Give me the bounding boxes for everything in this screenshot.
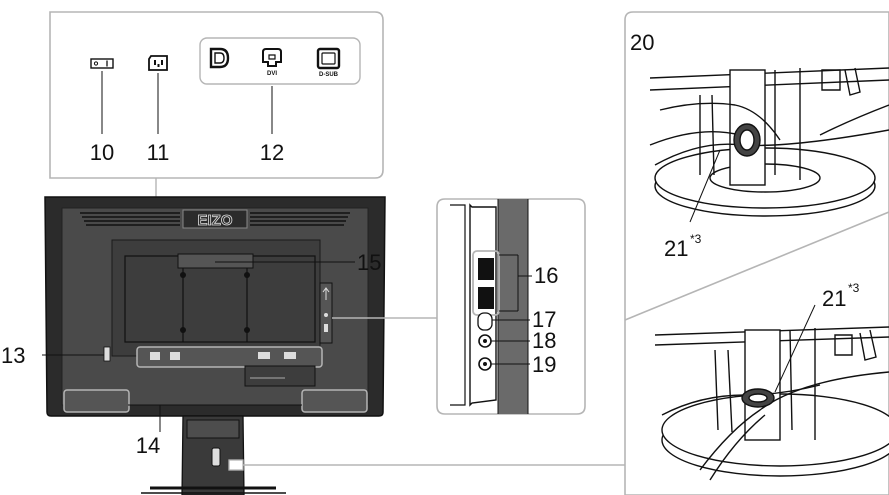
side-port-detail-box bbox=[436, 198, 586, 415]
vent-slots-left bbox=[80, 212, 180, 226]
callout-21-top: 21 bbox=[664, 236, 688, 261]
stand-with-cable-clip-top bbox=[649, 67, 889, 217]
usb-port-1 bbox=[478, 258, 494, 280]
dvi-port-icon: DVI bbox=[262, 48, 282, 77]
callout-18: 18 bbox=[532, 328, 556, 353]
callout-17: 17 bbox=[532, 307, 556, 332]
side-button bbox=[477, 312, 493, 331]
panel-divider bbox=[624, 211, 889, 321]
footnote-mark-top: *3 bbox=[690, 232, 702, 246]
eizo-logo: EIZO bbox=[182, 209, 248, 229]
monitor-rear: EIZO bbox=[44, 196, 386, 495]
power-switch-icon bbox=[90, 58, 114, 69]
footnote-mark-bottom: *3 bbox=[848, 281, 860, 295]
callout-19: 19 bbox=[532, 352, 556, 377]
cable-holder-right bbox=[301, 389, 368, 413]
dvi-label: DVI bbox=[267, 71, 277, 77]
ac-inlet-icon bbox=[148, 55, 168, 71]
callout-10: 10 bbox=[90, 140, 114, 165]
signal-input-group bbox=[199, 37, 361, 85]
callout-20: 20 bbox=[630, 30, 654, 55]
displayport-icon bbox=[209, 47, 230, 69]
callout-13: 13 bbox=[1, 343, 25, 368]
usb-port-2 bbox=[478, 287, 494, 309]
dsub-port-icon: D-SUB bbox=[316, 47, 341, 78]
rear-port-strip bbox=[136, 346, 323, 368]
stand-with-cable-clip-bottom bbox=[654, 326, 889, 481]
callout-15: 15 bbox=[357, 250, 381, 275]
leader-21b bbox=[774, 304, 816, 393]
leader-21a bbox=[689, 149, 721, 223]
connector-detail-box: DVI D-SUB 10 11 12 bbox=[49, 11, 384, 179]
callout-14: 14 bbox=[136, 433, 160, 458]
cable-holder-detail-box bbox=[624, 11, 889, 495]
callout-11: 11 bbox=[147, 140, 170, 165]
svg-text:EIZO: EIZO bbox=[197, 212, 232, 229]
callout-12: 12 bbox=[260, 140, 284, 165]
callout-21-bottom: 21 bbox=[822, 286, 846, 311]
dsub-label: D-SUB bbox=[319, 72, 339, 78]
cable-holder-left bbox=[63, 389, 130, 413]
vent-slots-right bbox=[250, 212, 350, 226]
callout-16: 16 bbox=[534, 263, 558, 288]
